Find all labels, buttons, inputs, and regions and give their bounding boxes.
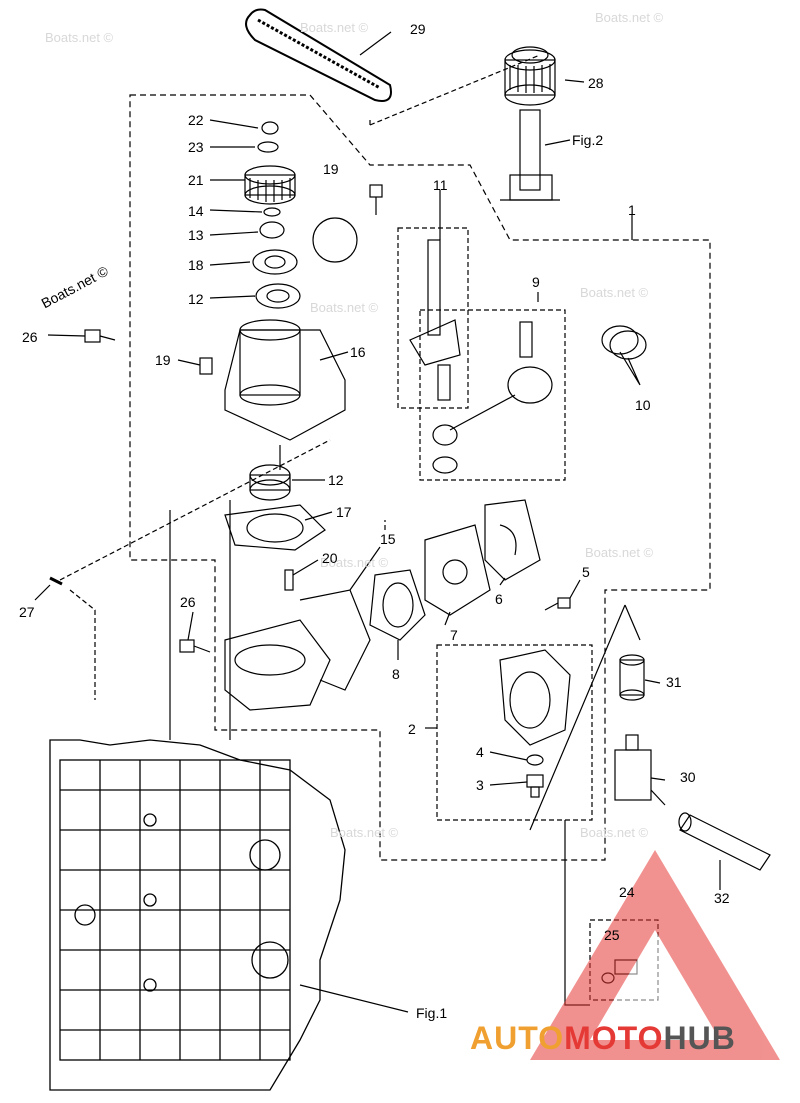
engine-block (49, 739, 346, 1091)
automotohub-logo: AUTOMOTOHUB (470, 1020, 736, 1057)
nut (261, 121, 279, 135)
watermark: Boats.net © (310, 300, 379, 315)
label-4: 4 (476, 744, 484, 760)
logo-part-moto: MOTO (564, 1020, 664, 1056)
plate-8 (369, 569, 426, 641)
pulley (504, 46, 556, 106)
bearing-lower (249, 464, 291, 501)
label-23: 23 (188, 139, 204, 155)
watermark: Boats.net © (320, 555, 389, 570)
label-12-top: 12 (188, 291, 204, 307)
label-16: 16 (350, 344, 366, 360)
label-12-low: 12 (328, 472, 344, 488)
circlip (263, 207, 281, 217)
pump-box (436, 644, 593, 821)
timing-belt (245, 8, 392, 102)
label-fig1: Fig.1 (416, 1005, 448, 1021)
label-1: 1 (628, 202, 636, 218)
detail-circle (312, 217, 358, 263)
sleeve-31 (619, 654, 645, 701)
label-24: 24 (619, 884, 635, 900)
bolt-27 (49, 576, 63, 586)
label-21: 21 (188, 172, 204, 188)
rod-box (419, 309, 566, 481)
watermark: Boats.net © (330, 825, 399, 840)
label-20: 20 (322, 550, 338, 566)
watermark: Boats.net © (595, 10, 664, 25)
valve-3 (526, 774, 544, 798)
label-31: 31 (666, 674, 682, 690)
bolt-5 (544, 597, 571, 611)
label-25: 25 (604, 927, 620, 943)
watermark: Boats.net © (45, 30, 114, 45)
plate-6 (484, 499, 541, 581)
watermark: Boats.net © (580, 825, 649, 840)
fitting-30 (614, 734, 666, 806)
label-30: 30 (680, 769, 696, 785)
label-5: 5 (582, 564, 590, 580)
label-22: 22 (188, 112, 204, 128)
watermark: Boats.net © (580, 285, 649, 300)
crankshaft-box (397, 227, 469, 409)
crankshaft (409, 239, 461, 401)
watermark: Boats.net © (585, 545, 654, 560)
label-28: 28 (588, 75, 604, 91)
plate-7 (424, 524, 491, 616)
label-18: 18 (188, 257, 204, 273)
pump-body (499, 649, 571, 746)
label-17: 17 (336, 504, 352, 520)
label-9: 9 (532, 274, 540, 290)
crank-shaft-end (500, 109, 560, 201)
bolt-right (179, 639, 211, 653)
label-26-top: 26 (22, 329, 38, 345)
pump-housing (224, 569, 371, 711)
watermark: Boats.net © (300, 20, 369, 35)
oil-seal (252, 249, 298, 275)
label-29: 29 (410, 21, 426, 37)
label-10: 10 (635, 397, 651, 413)
label-19-mid: 19 (155, 352, 171, 368)
upper-housing (224, 319, 346, 441)
gasket (224, 504, 326, 551)
label-3: 3 (476, 777, 484, 793)
logo-part-hub: HUB (663, 1020, 736, 1056)
bolt-left (84, 329, 116, 343)
label-8: 8 (392, 666, 400, 682)
collar (259, 221, 285, 239)
label-26-low: 26 (180, 594, 196, 610)
label-32: 32 (714, 890, 730, 906)
label-27: 27 (19, 604, 35, 620)
label-13: 13 (188, 227, 204, 243)
label-11: 11 (433, 177, 448, 193)
logo-part-auto: AUTO (470, 1020, 565, 1056)
bearing-top (255, 283, 301, 309)
piston-rings (601, 325, 647, 360)
label-14: 14 (188, 203, 204, 219)
label-2: 2 (408, 721, 416, 737)
label-19-top: 19 (323, 161, 339, 177)
bolt-small (199, 357, 213, 375)
label-15: 15 (380, 531, 396, 547)
bolt-top (369, 184, 383, 215)
label-7: 7 (450, 627, 458, 643)
logo-triangle (530, 850, 780, 1060)
connecting-rod (432, 321, 553, 474)
washer (257, 141, 279, 153)
hose-32 (678, 812, 771, 871)
assembly-outline (129, 94, 711, 861)
label-fig2: Fig.2 (572, 132, 604, 148)
gear (244, 165, 296, 205)
washer-4 (526, 754, 544, 766)
label-6: 6 (495, 591, 503, 607)
